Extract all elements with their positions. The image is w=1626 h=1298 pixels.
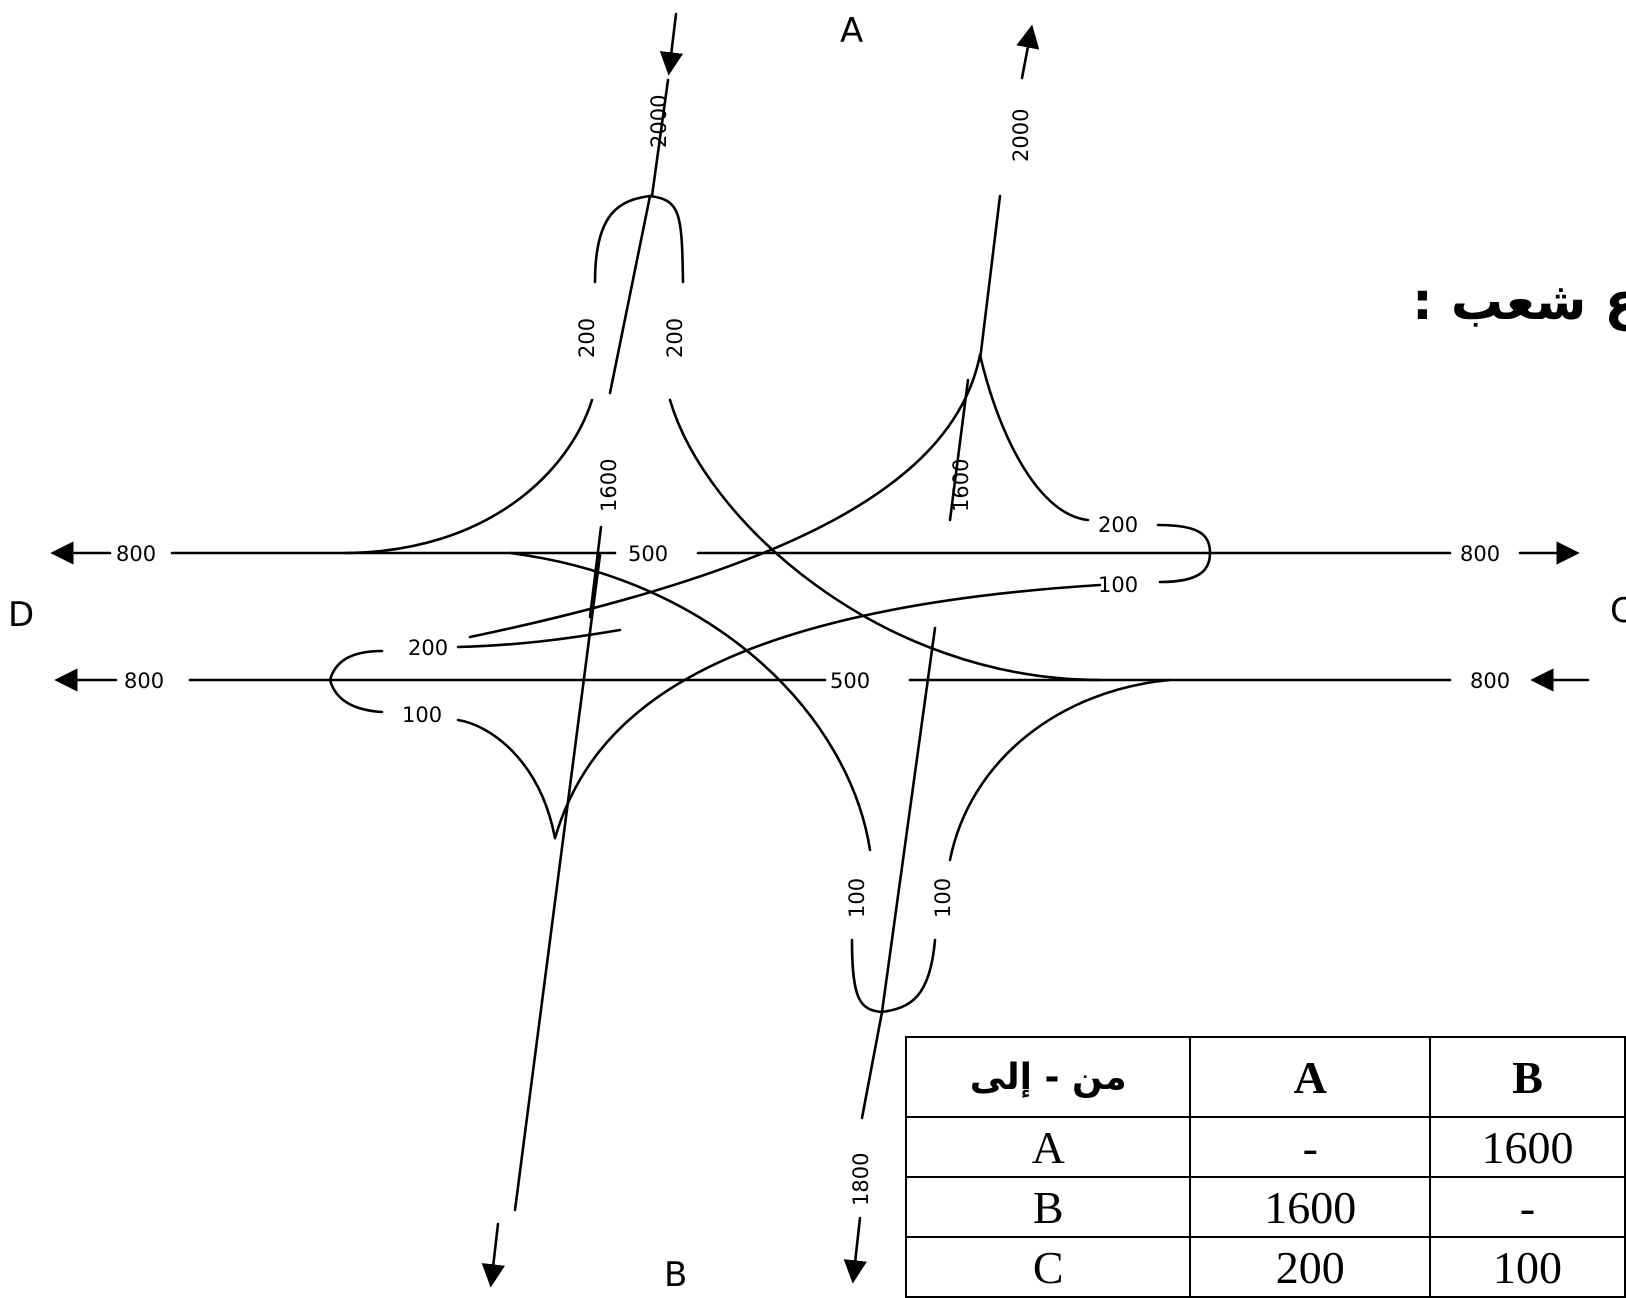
- flow-a-left-2000: 2000: [647, 95, 671, 148]
- arrow-a-out: [1016, 24, 1040, 80]
- table-cell: 200: [1189, 1236, 1432, 1298]
- table-row: C 200 100: [904, 1236, 1626, 1298]
- b-through-1600-upper: [948, 378, 970, 522]
- b-split-bracket: [850, 938, 937, 1014]
- b-departure-line: [513, 553, 602, 1212]
- table-cell: C: [904, 1236, 1192, 1298]
- a-right-departure: [978, 194, 1002, 362]
- a-from-c-curve: [978, 353, 1090, 522]
- table-cell: B: [904, 1176, 1192, 1238]
- d-split-bracket: [328, 649, 384, 714]
- arrow-b-out: [481, 1222, 505, 1288]
- node-c-label: C: [1610, 591, 1626, 631]
- table-header-cell: B: [1429, 1036, 1626, 1118]
- table-cell: -: [1429, 1176, 1626, 1238]
- flow-b-bottom-1800: 1800: [849, 1153, 873, 1206]
- flow-b-through-1600: 1600: [949, 459, 973, 512]
- flow-d-upper-800: 800: [116, 542, 156, 566]
- table-header-cell: A: [1189, 1036, 1432, 1118]
- a-right-turn-200: [343, 398, 594, 555]
- flow-a-turn-left-200: 200: [575, 318, 599, 358]
- flow-b-turn-left-100: 100: [845, 878, 869, 918]
- a-left-turn-200: [668, 398, 1102, 682]
- flow-c-upper-200: 200: [1098, 513, 1138, 537]
- table-cell: 1600: [1189, 1176, 1432, 1238]
- flow-upper-500: 500: [628, 542, 668, 566]
- table-cell: -: [1189, 1116, 1432, 1178]
- flow-b-turn-right-100: 100: [931, 878, 955, 918]
- a-split-bracket: [593, 194, 685, 284]
- flow-d-lower-100: 100: [402, 703, 442, 727]
- table-row: B 1600 -: [904, 1176, 1626, 1238]
- arrow-b-in: [843, 1216, 867, 1284]
- flow-c-upper-100: 100: [1098, 573, 1138, 597]
- a-left-approach: [650, 78, 670, 198]
- node-b-label: B: [664, 1255, 687, 1295]
- flow-c-upper-800: 800: [1460, 542, 1500, 566]
- b-from-d-curve: [456, 718, 557, 840]
- flow-a-turn-right-200: 200: [663, 318, 687, 358]
- flow-a-right-2000: 2000: [1009, 109, 1033, 162]
- c-split-bracket: [1156, 523, 1212, 584]
- page-heading: ع شعب :: [1411, 272, 1626, 332]
- a-from-d-curve: [468, 353, 982, 639]
- table-cell: A: [904, 1116, 1192, 1178]
- node-a-label: A: [840, 11, 863, 51]
- flow-c-lower-800: 800: [1470, 669, 1510, 693]
- flow-lower-500: 500: [830, 669, 870, 693]
- flow-d-lower-800: 800: [124, 669, 164, 693]
- b-right-turn-100: [948, 678, 1172, 862]
- a-through-1600: [608, 194, 652, 395]
- d-upper-200-line: [456, 628, 622, 649]
- table-cell: 100: [1429, 1236, 1626, 1298]
- node-d-label: D: [8, 595, 34, 635]
- b-from-c-curve: [553, 583, 1102, 840]
- flow-a-through-1600: 1600: [597, 459, 621, 512]
- arrow-a-in: [659, 12, 684, 76]
- b-left-turn-100: [508, 551, 872, 852]
- table-row: A - 1600: [904, 1116, 1626, 1178]
- flow-d-lower-200: 200: [408, 636, 448, 660]
- b-bottom-1800: [860, 1010, 884, 1120]
- b-through-1600: [880, 626, 937, 1014]
- table-cell: 1600: [1429, 1116, 1626, 1178]
- od-matrix-table: من - إلى A B A - 1600 B 1600 - C 200 100: [904, 1036, 1626, 1298]
- table-header-row: من - إلى A B: [904, 1036, 1626, 1118]
- table-header-cell: من - إلى: [904, 1036, 1192, 1118]
